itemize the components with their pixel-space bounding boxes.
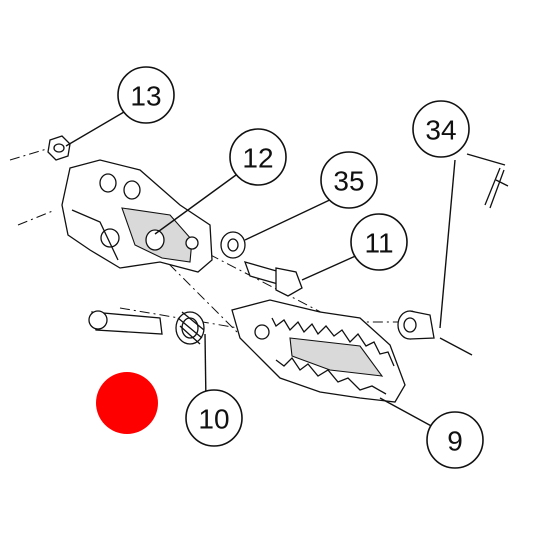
red-marker-dot: [96, 372, 158, 434]
callout-10[interactable]: 10: [185, 389, 243, 447]
cotter-pin-part-34: [484, 167, 509, 209]
callout-10-label: 10: [198, 404, 229, 435]
bracket-part-12: [61, 159, 213, 273]
callout-34-label: 34: [425, 115, 456, 146]
footpeg-part-9: [231, 299, 406, 403]
callout-35-label: 35: [333, 166, 364, 197]
callout-12[interactable]: 12: [229, 128, 287, 186]
callout-11[interactable]: 11: [350, 213, 408, 271]
callout-35[interactable]: 35: [320, 151, 378, 209]
pin-and-spring-part-10: [88, 310, 205, 345]
bushing: [397, 310, 435, 340]
callout-13[interactable]: 13: [117, 66, 175, 124]
leader-lines: [65, 111, 506, 429]
callout-13-label: 13: [130, 81, 161, 112]
callout-11-label: 11: [364, 228, 393, 259]
washer-part-35: [220, 231, 246, 259]
callout-9-label: 9: [447, 426, 463, 457]
callout-9[interactable]: 9: [426, 411, 484, 469]
nut-part-13: [47, 135, 71, 161]
callout-34[interactable]: 34: [412, 100, 470, 158]
bolt-part-11: [243, 261, 303, 297]
callout-12-label: 12: [242, 143, 273, 174]
